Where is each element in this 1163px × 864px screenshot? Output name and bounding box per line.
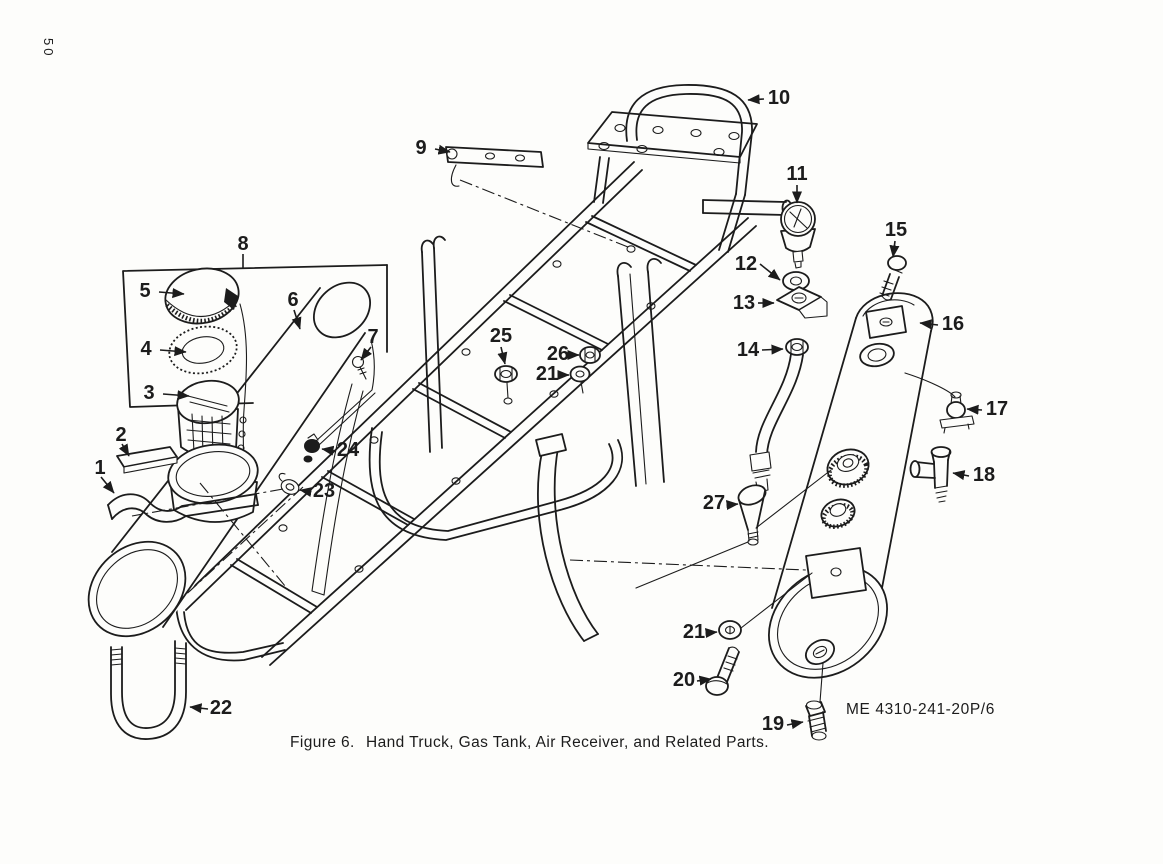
leader-lines <box>100 94 983 730</box>
callout-11: 11 <box>786 163 807 185</box>
pressure-gauge <box>780 201 816 269</box>
axle-stub <box>702 199 793 217</box>
u-bolt-threads <box>110 647 187 666</box>
assembly-axis-lines <box>131 179 956 703</box>
callout-14: 14 <box>737 339 760 361</box>
gauge-washer <box>782 271 810 291</box>
callout-13: 13 <box>733 292 755 314</box>
gauge-assembly <box>749 201 828 493</box>
gauge-bracket <box>776 286 828 319</box>
callout-12: 12 <box>735 253 757 275</box>
receiver-bung <box>859 342 895 368</box>
knurled-cap-upper <box>826 448 870 488</box>
knurled-cap-lower <box>820 498 856 529</box>
washer-21-frame <box>569 365 591 394</box>
fuel-line <box>315 339 376 446</box>
tee-fitting <box>909 446 952 503</box>
screw-7 <box>351 355 367 380</box>
callout-15: 15 <box>885 219 907 241</box>
safety-valve <box>939 391 975 434</box>
callout-20: 20 <box>673 669 695 691</box>
callout-25: 25 <box>490 325 512 347</box>
frame-rungs <box>230 215 697 614</box>
u-bolt <box>110 640 187 740</box>
funnel-27 <box>737 484 767 546</box>
air-hose <box>749 353 804 493</box>
mount-strip-9 <box>445 146 544 187</box>
skid-loop <box>175 427 624 662</box>
page-number: 50 <box>41 38 56 58</box>
callouts: 1 2 3 4 5 6 7 8 9 10 11 12 13 14 15 16 1… <box>94 87 1008 735</box>
tank-straps <box>311 383 364 596</box>
callout-3: 3 <box>143 382 154 404</box>
callout-10: 10 <box>768 87 790 109</box>
bolt-20 <box>705 646 740 696</box>
callout-26: 26 <box>547 343 569 365</box>
support-bracket <box>107 493 259 523</box>
figure-title: Hand Truck, Gas Tank, Air Receiver, and … <box>366 734 769 751</box>
hand-truck-frame <box>175 84 793 666</box>
callout-18: 18 <box>973 464 995 486</box>
callout-27: 27 <box>703 492 725 514</box>
callout-22: 22 <box>210 697 232 719</box>
callout-2: 2 <box>115 424 126 446</box>
clamp-23 <box>278 473 300 495</box>
receiver-name-plate <box>865 305 907 339</box>
callout-19: 19 <box>762 713 784 735</box>
callout-21-tank: 21 <box>683 621 705 643</box>
hose-nut <box>785 338 809 356</box>
saddle-channels <box>420 235 665 487</box>
handle <box>593 84 753 253</box>
air-receiver <box>768 292 934 679</box>
callout-16: 16 <box>942 313 964 335</box>
hose <box>535 433 599 642</box>
nut-26 <box>579 346 601 364</box>
callout-21-frame: 21 <box>536 363 558 385</box>
small-parts <box>445 146 975 741</box>
cap-gasket <box>168 325 238 375</box>
drain-plug-19 <box>805 700 827 741</box>
callout-5: 5 <box>139 280 150 302</box>
callout-23: 23 <box>313 480 335 502</box>
filler-neck <box>167 443 259 523</box>
frame-top-plate <box>587 111 758 164</box>
receiver-mount-plate <box>805 547 867 599</box>
drain-boss <box>804 638 836 666</box>
callout-9: 9 <box>415 137 426 159</box>
elbow-fitting-24 <box>303 433 320 463</box>
callout-17: 17 <box>986 398 1008 420</box>
filler-cap <box>164 267 240 325</box>
callout-4: 4 <box>140 338 152 360</box>
callout-8: 8 <box>237 233 248 255</box>
callout-6: 6 <box>287 289 298 311</box>
callout-1: 1 <box>94 457 105 479</box>
nut-25 <box>494 365 518 405</box>
figure-label: Figure 6. <box>290 734 355 751</box>
washer-21-tank <box>718 620 742 640</box>
callout-7: 7 <box>367 326 378 348</box>
captions: 50 Figure 6. Hand Truck, Gas Tank, Air R… <box>41 38 995 751</box>
drawing-number: ME 4310-241-20P/6 <box>846 701 995 718</box>
retainer-plate <box>116 446 178 474</box>
callout-24: 24 <box>337 439 360 461</box>
air-filter-assembly <box>107 264 388 523</box>
